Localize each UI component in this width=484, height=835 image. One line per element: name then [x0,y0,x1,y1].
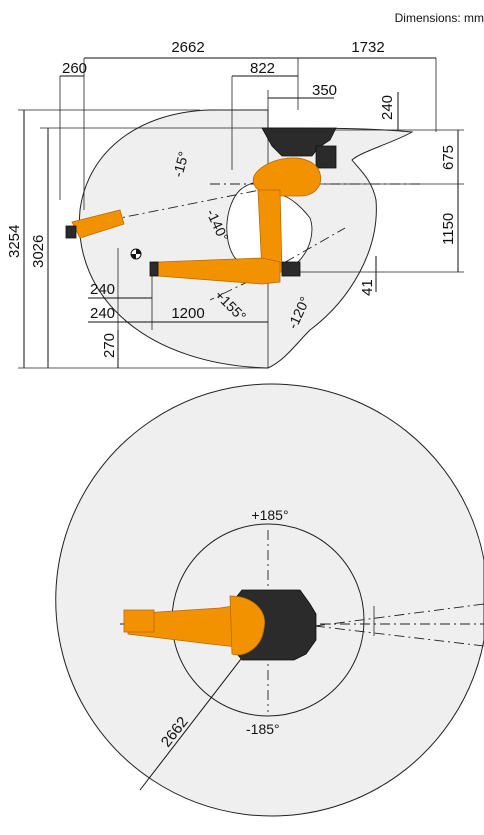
robot-arm-motor [281,261,301,277]
robot-arm-extended [71,209,125,239]
side-view: 2662 1732 822 350 260 240 675 1150 41 32… [6,39,464,369]
dim-675: 675 [440,145,457,170]
top-angle-plus: +185° [251,507,288,523]
robot-base-dark [261,127,337,157]
dim-1732: 1732 [351,39,384,56]
units-label: Dimensions: mm [395,11,484,25]
dim-2662: 2662 [171,39,204,56]
dim-270: 270 [101,333,118,358]
dim-240-right: 240 [379,95,396,120]
robot-side [65,127,337,285]
robot-shoulder-top [229,595,265,656]
dim-240b: 240 [90,305,115,322]
robot-top [123,589,317,661]
dim-822: 822 [250,60,275,77]
dim-3254: 3254 [6,225,23,258]
dim-260: 260 [62,60,87,77]
tool-flange-upper [65,225,77,239]
top-angle-minus: -185° [246,721,280,737]
robot-wrist-top [123,609,155,633]
motor-block [315,145,337,169]
tool-flange-lower [149,261,159,277]
top-limit-line-2 [314,625,484,647]
top-limit-line-1 [314,603,484,627]
dim-1150: 1150 [440,213,457,245]
tcp-marker-fill [131,249,141,259]
top-view: 2662 +185° -185° [55,383,484,817]
dim-350: 350 [312,82,337,99]
dim-240a: 240 [90,281,115,298]
dim-1200: 1200 [171,305,204,322]
dim-41: 41 [359,279,376,296]
dim-3026: 3026 [30,235,47,268]
angle-minus15: -15° [169,150,191,179]
